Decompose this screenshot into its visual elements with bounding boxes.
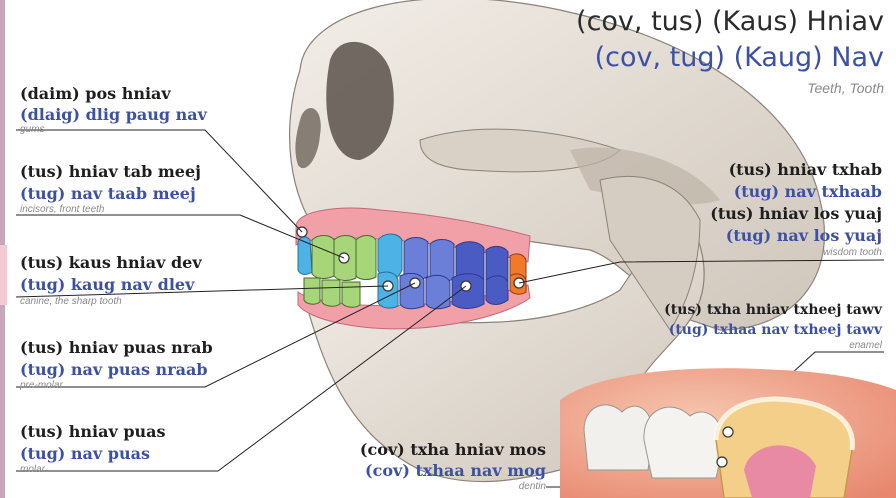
lower-incisor-3 [341, 281, 361, 308]
dentin-label-green: (cov) txhaa nav mog [365, 461, 546, 480]
lower-molar-2 [485, 275, 509, 305]
canine-label-green: (tug) kaug nav dlev [20, 275, 195, 294]
lower-incisor-1 [303, 277, 321, 305]
molar-label-english: molar [20, 464, 46, 475]
upper-incisor-2 [311, 235, 335, 279]
gums-label-white: (daim) pos hniav [20, 84, 171, 103]
closeup-enamel-rim [713, 396, 855, 451]
closeup-tooth-1 [583, 404, 653, 471]
incisors-label-green: (tug) nav taab meej [20, 184, 196, 203]
title-hmong-white: (cov, tus) (Kaus) Hniav [576, 6, 884, 37]
molar-label-white: (tus) hniav puas [20, 422, 166, 441]
title-english: Teeth, Tooth [807, 80, 884, 96]
back-teeth-label-white: (tus) hniav txhab [728, 160, 882, 179]
wisdom-label-english: wisdom tooth [823, 247, 882, 258]
gums-label-english: gums [20, 124, 45, 135]
left-edge-highlight [0, 245, 7, 305]
leader-canine [15, 285, 389, 298]
incisors-label-white: (tus) hniav tab meej [20, 162, 201, 181]
dot-enamel [722, 426, 734, 438]
nasal-cavity [295, 108, 321, 169]
canine-label-white: (tus) kaus hniav dev [20, 253, 202, 272]
leader-wisdom [518, 259, 885, 284]
closeup-illustration [560, 368, 896, 498]
back-teeth-label-green: (tug) nav txhaab [733, 182, 882, 201]
mandible-ramus [599, 175, 701, 331]
wisdom-label-green: (tug) nav los yuaj [725, 226, 882, 245]
wisdom-label-white: (tus) hniav los yuaj [710, 204, 882, 223]
title-hmong-green: (cov, tug) (Kaug) Nav [594, 42, 884, 73]
dentin-label-english: dentin [518, 481, 546, 492]
premolar-label-green: (tug) nav puas nraab [20, 360, 208, 379]
leader-gums [16, 129, 303, 233]
dentin-label-white: (cov) txha hniav mos [359, 440, 546, 459]
eye-orbit [326, 41, 394, 160]
lower-premolar-2 [425, 274, 451, 310]
incisors-label-english: incisors, front teeth [20, 204, 105, 215]
dot-dentin [716, 456, 728, 468]
enamel-label-english: enamel [849, 340, 882, 351]
premolar-label-white: (tus) hniav puas nrab [20, 338, 213, 357]
enamel-label-white: (tus) txha hniav txheej tawv [664, 302, 882, 318]
upper-incisor-4 [355, 235, 377, 280]
lower-teeth [303, 271, 527, 310]
closeup-tooth-2 [643, 406, 724, 479]
lower-incisor-2 [321, 279, 341, 307]
leader-molar [16, 285, 467, 472]
upper-teeth [297, 233, 527, 287]
molar-label-green: (tug) nav puas [20, 444, 150, 463]
leader-incisors [16, 214, 345, 259]
enamel-label-green: (tug) txhaa nav txheej tawv [668, 322, 882, 338]
premolar-label-english: pre-molar [20, 380, 63, 391]
leader-premolar [16, 282, 416, 388]
closeup-pulp [744, 445, 816, 498]
upper-incisor-1 [297, 236, 313, 275]
canine-label-english: canine, the sharp tooth [20, 296, 122, 307]
gums-label-green: (dlaig) dlig paug nav [20, 105, 207, 124]
